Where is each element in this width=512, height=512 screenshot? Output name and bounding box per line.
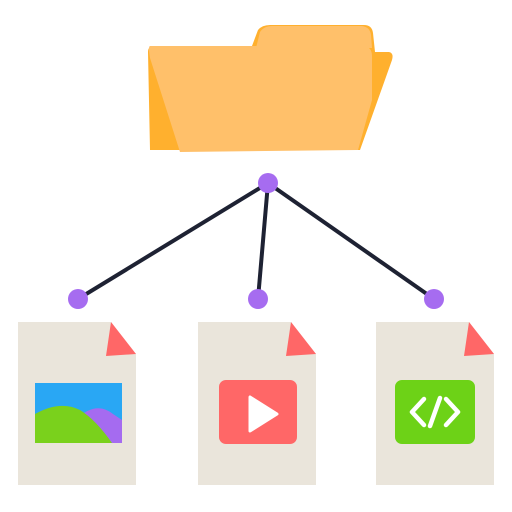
connector-node-hub	[258, 173, 278, 193]
connector-line-middle	[256, 181, 270, 301]
connector-node-right	[424, 289, 444, 309]
connector-line-left	[76, 181, 270, 301]
connector-node-left	[68, 289, 88, 309]
image-icon	[35, 383, 122, 443]
file-corner-fold	[106, 322, 136, 356]
play-icon	[219, 380, 297, 444]
file-corner-fold	[286, 322, 316, 356]
connector-line-right	[266, 181, 436, 301]
connector-lines	[76, 181, 436, 301]
connector-node-middle	[248, 289, 268, 309]
open-folder-icon	[148, 25, 393, 152]
folder-tab	[256, 26, 372, 48]
video-file	[198, 322, 316, 485]
image-file	[18, 322, 136, 485]
code-icon	[395, 380, 475, 444]
connector-nodes	[68, 173, 444, 309]
file-corner-fold	[464, 322, 494, 356]
code-file	[376, 322, 494, 485]
folder-front-panel	[149, 46, 372, 152]
